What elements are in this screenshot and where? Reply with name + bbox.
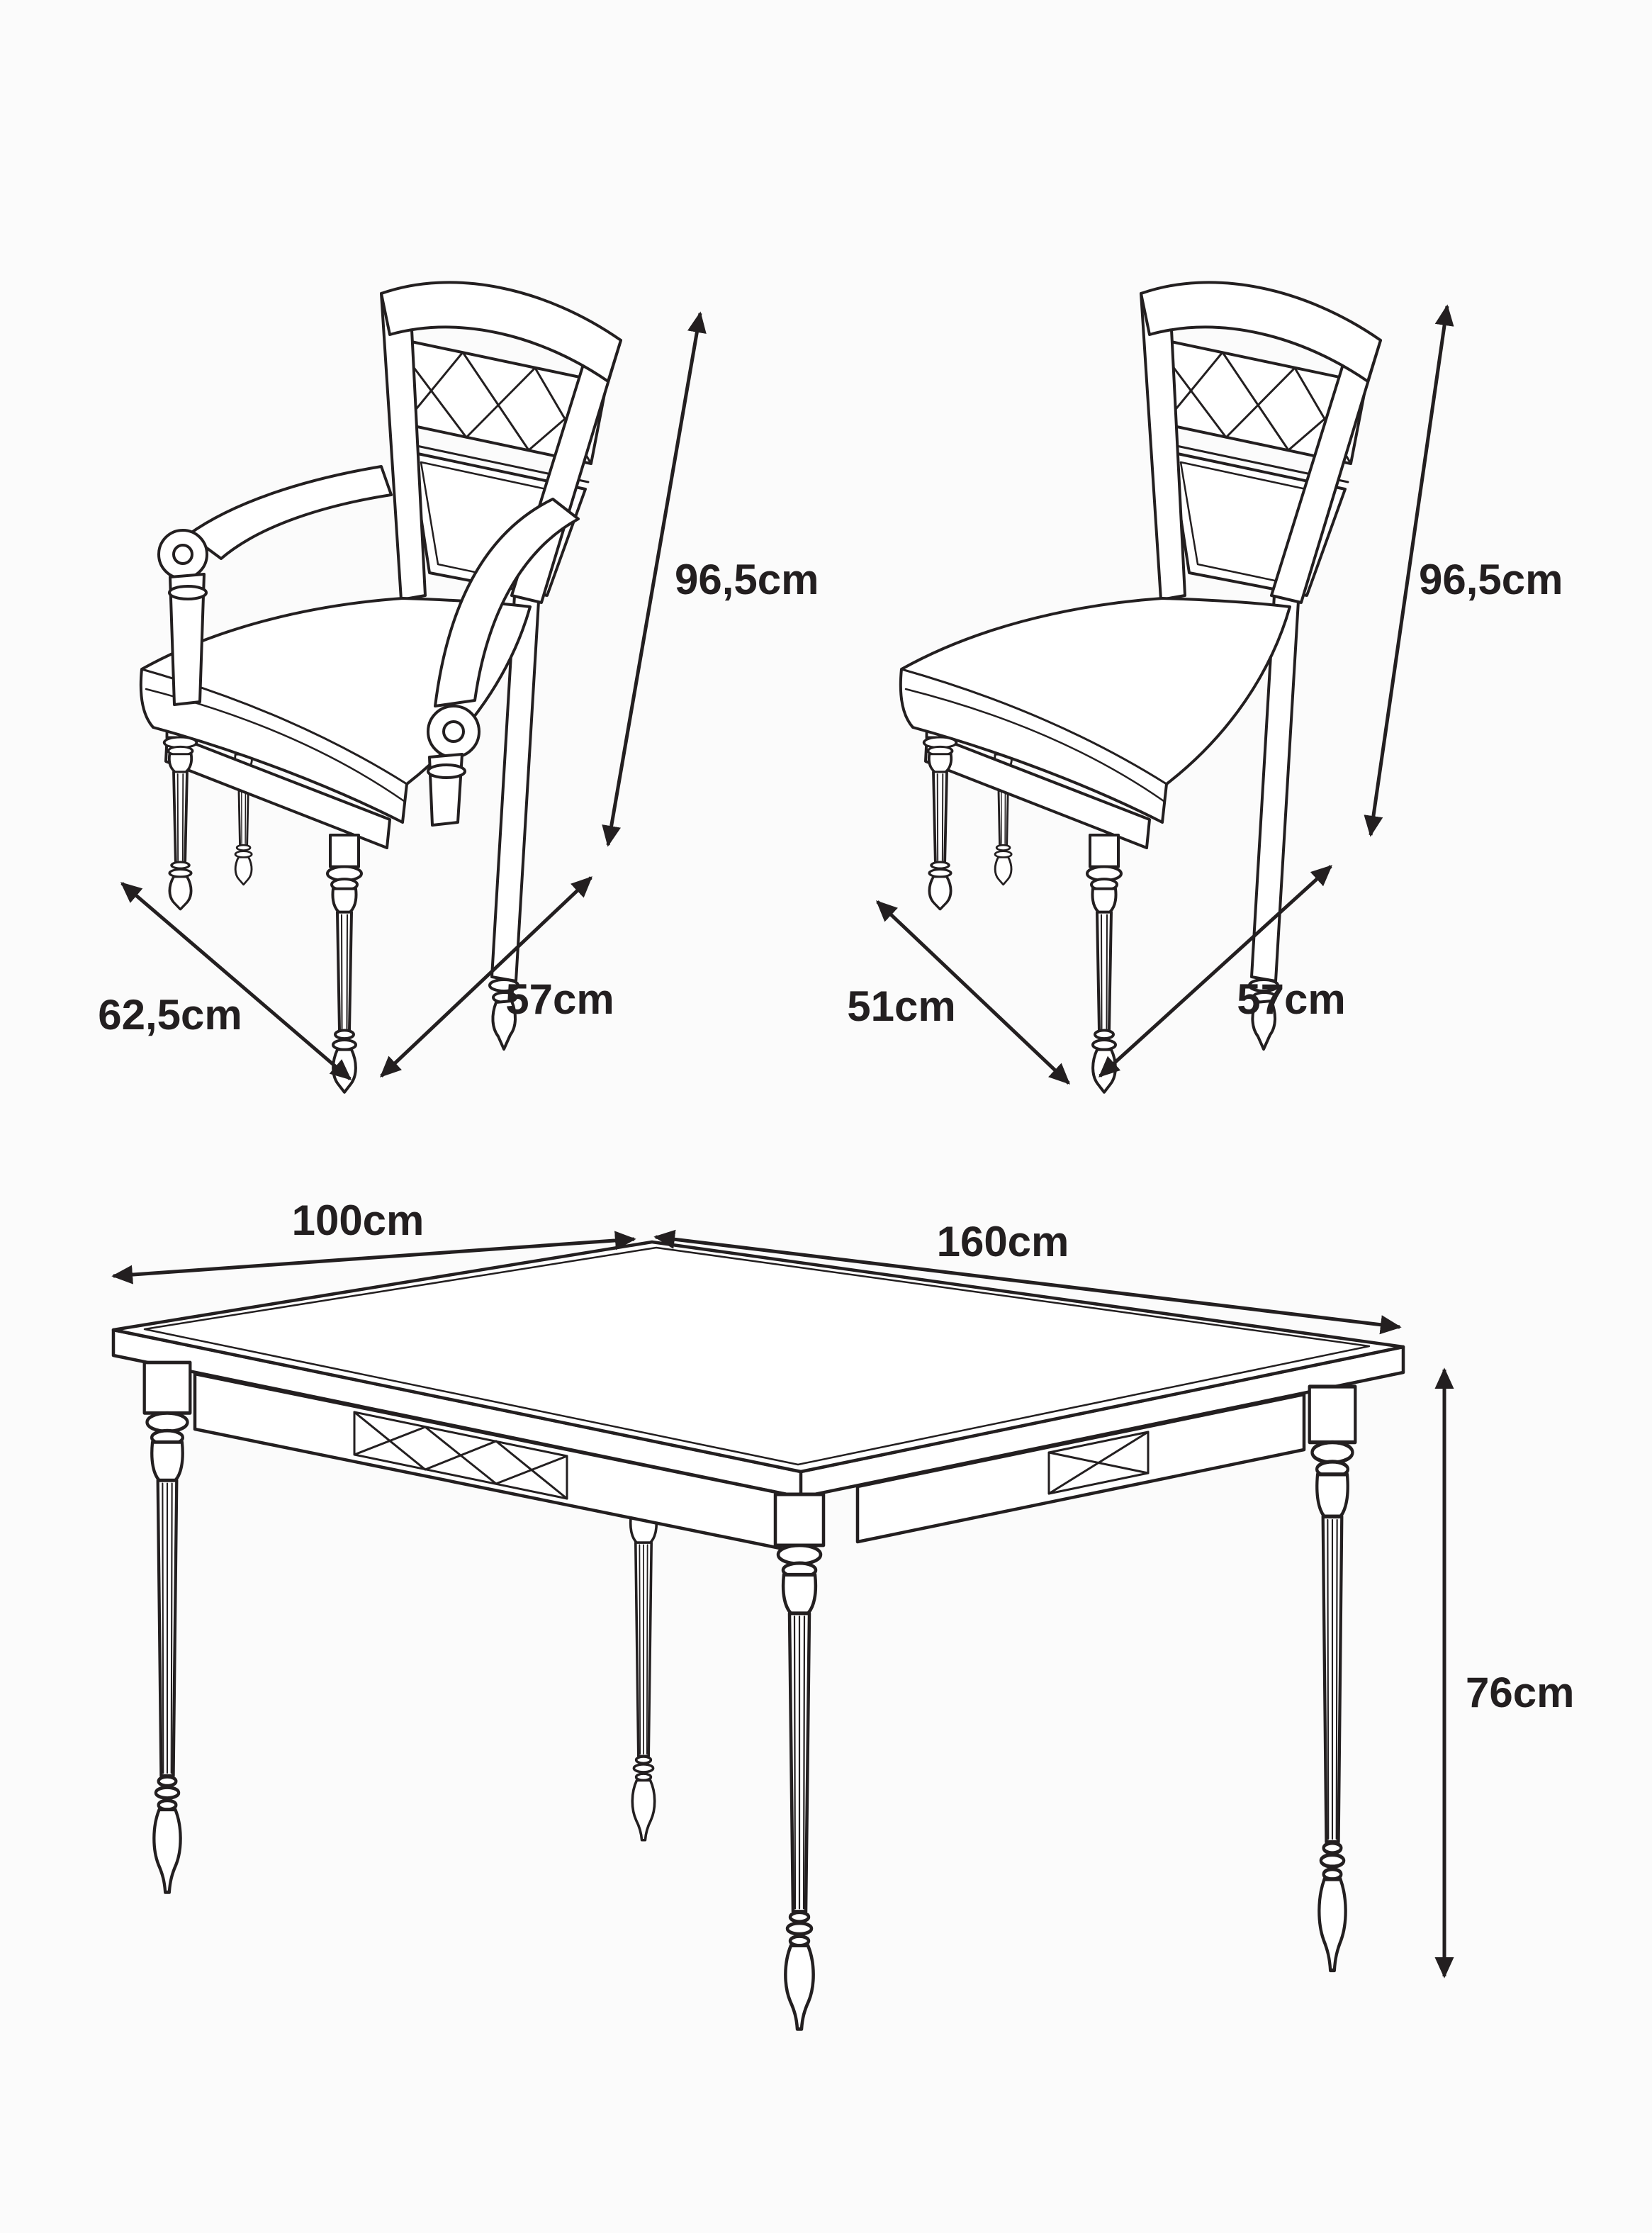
armchair-drawing [141,282,621,1092]
table-height-label: 76cm [1466,1669,1574,1716]
table-lattice-right [1047,1431,1150,1495]
table-leg-left [145,1362,191,1892]
armchair-width-label: 57cm [505,975,614,1023]
table-length-arrow [653,1229,1402,1335]
side-chair-depth-arrow [876,900,1070,1085]
side-chair-drawing [901,282,1381,1092]
armchair-arms [157,465,580,827]
armchair-depth-label: 62,5cm [98,991,242,1039]
table-lattice-left [353,1411,568,1500]
side-chair-depth-label: 51cm [847,983,955,1030]
table-apron-right [855,1392,1306,1544]
table-figure: 100cm 160cm 76cm [111,1197,1574,2029]
side-chair-width-label: 57cm [1237,975,1345,1023]
side-chair-figure: 96,5cm 51cm 57cm [847,282,1563,1092]
side-chair-dimensions: 96,5cm 51cm 57cm [847,304,1563,1085]
table-dimensions: 100cm 160cm 76cm [111,1197,1574,1979]
armchair-body [141,282,621,1092]
side-chair-width-arrow [1098,865,1333,1078]
side-chair-height-arrow [1364,304,1454,837]
armchair-figure: 96,5cm 62,5cm 57cm [98,282,819,1092]
side-chair-height-label: 96,5cm [1419,556,1563,603]
armchair-height-arrow [602,311,707,847]
armchair-height-label: 96,5cm [675,556,819,603]
table-length-label: 160cm [937,1218,1069,1265]
armchair-width-arrow [380,876,592,1078]
table-leg-front [775,1494,824,2029]
table-drawing [111,1240,1405,2029]
table-width-label: 100cm [292,1197,425,1244]
table-width-arrow [111,1231,636,1285]
armchair-depth-arrow [120,882,352,1080]
table-leg-right [1310,1387,1356,1970]
armchair-dimensions: 96,5cm 62,5cm 57cm [98,311,819,1080]
